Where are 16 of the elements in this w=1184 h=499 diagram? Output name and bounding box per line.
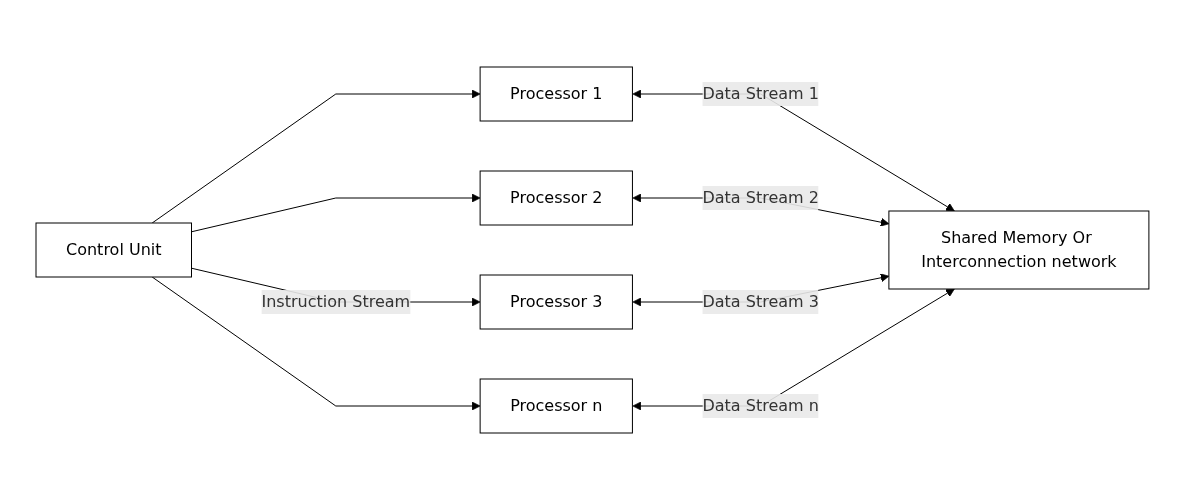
node-box: Processor 2 <box>479 170 633 225</box>
arrow <box>151 276 481 410</box>
arrow <box>190 193 481 232</box>
edge-label: Data Stream 1 <box>701 83 819 103</box>
arrow <box>632 89 955 211</box>
arrow <box>631 288 955 410</box>
node-box: Control Unit <box>35 222 192 277</box>
edge-label: Instruction Stream <box>261 291 410 311</box>
node-box: Processor 1 <box>479 66 633 121</box>
edge-label: Data Stream 3 <box>701 291 819 311</box>
arrow <box>151 89 481 223</box>
node-box: Processor n <box>479 378 633 433</box>
edge-label: Data Stream 2 <box>701 187 819 207</box>
edge-label: Data Stream n <box>702 395 819 415</box>
node-box: Shared Memory Or Interconnection network <box>887 210 1149 289</box>
node-box: Processor 3 <box>479 274 633 329</box>
